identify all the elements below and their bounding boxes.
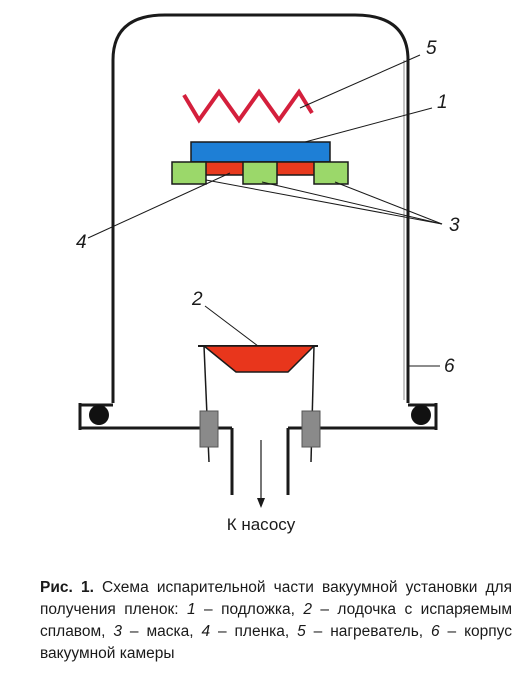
- leader-line-2: [204, 305, 259, 347]
- caption-num-5: 5: [297, 623, 306, 640]
- leader-line-1: [304, 107, 433, 143]
- callout-1: 1: [437, 92, 448, 113]
- callout-4: 4: [76, 232, 87, 253]
- chamber-body: [111, 13, 410, 403]
- caption-num-2: 2: [303, 601, 312, 618]
- caption-num-4: 4: [201, 623, 211, 640]
- leader-line-4: [87, 172, 231, 239]
- callout-3: 3: [449, 215, 460, 236]
- caption-num-1: 1: [186, 601, 196, 618]
- caption-num-3: 3: [113, 623, 122, 640]
- evaporation-boat: [201, 345, 316, 373]
- electrode-clamp-left: [199, 410, 219, 448]
- figure-caption: Рис. 1. Схема испарительной части вакуум…: [40, 577, 512, 665]
- caption-num-6: 6: [431, 623, 440, 640]
- caption-item-4: – пленка,: [210, 623, 298, 640]
- leader-line-3a: [205, 179, 443, 225]
- pump-label: К насосу: [227, 515, 296, 534]
- electrode-clamp-right: [301, 410, 321, 448]
- caption-intro: Схема испарительной части вакуумной уста…: [40, 579, 512, 618]
- caption-item-1: – подложка,: [195, 601, 304, 618]
- mask-segment: [242, 161, 278, 185]
- substrate: [190, 141, 331, 163]
- callout-6: 6: [444, 356, 455, 377]
- pump-flow-arrowhead: [257, 498, 265, 508]
- callout-2: 2: [191, 289, 203, 310]
- caption-item-6: – корпус вакуумной камеры: [40, 623, 512, 662]
- mask-segment: [171, 161, 207, 185]
- leader-line-5: [299, 54, 421, 109]
- seal-ring-left: [89, 405, 109, 425]
- caption-label: Рис. 1.: [40, 579, 94, 596]
- seal-ring-right: [411, 405, 431, 425]
- callout-5: 5: [426, 38, 437, 59]
- vacuum-chamber-diagram: К насосу 5 1 3 4 2 6: [76, 13, 460, 534]
- heater-coil: [182, 88, 314, 124]
- caption-item-3: – маска,: [122, 623, 202, 640]
- caption-item-2: – лодочка с испаряемым сплавом,: [40, 601, 513, 640]
- mask-segment: [313, 161, 349, 185]
- leader-line-3c: [334, 181, 443, 225]
- leader-line-3b: [261, 181, 443, 225]
- caption-item-5: – нагреватель,: [305, 623, 431, 640]
